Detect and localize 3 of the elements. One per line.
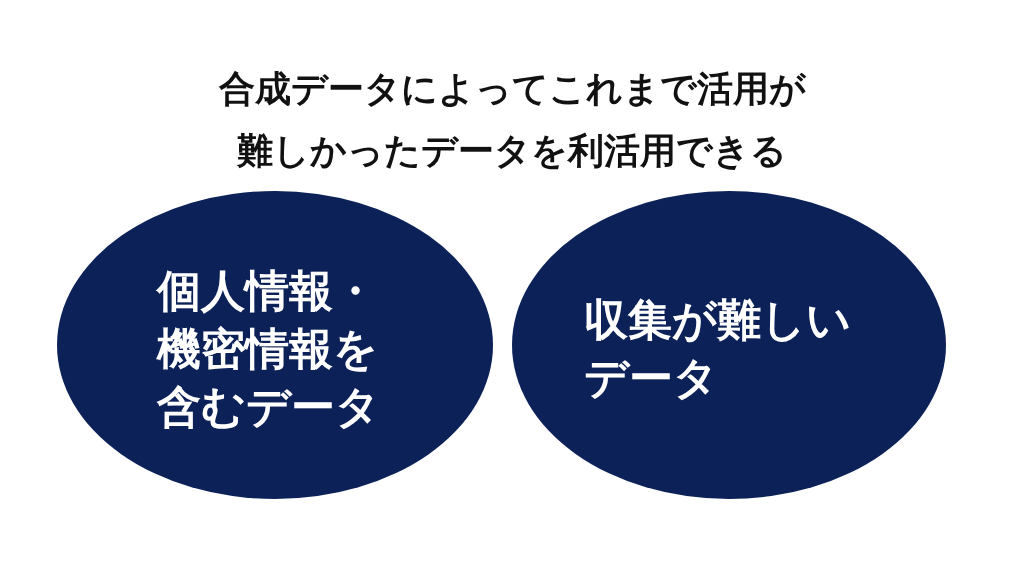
oval-text: 個人情報・機密情報を含むデータ	[157, 264, 381, 434]
heading: 合成データによってこれまで活用が難しかったデータを利活用できる	[217, 67, 807, 173]
oval-text: 収集が難しいデータ	[584, 293, 852, 405]
